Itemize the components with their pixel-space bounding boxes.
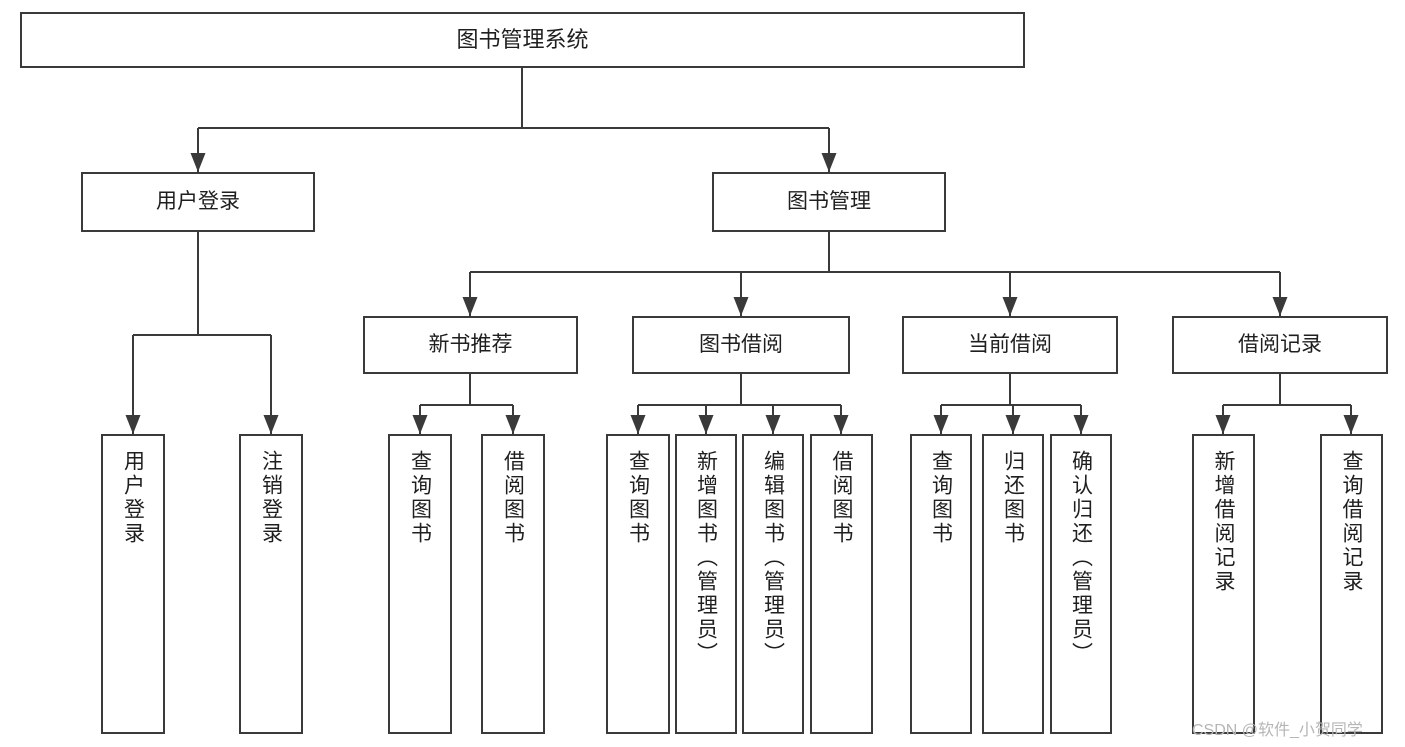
node-leaf-query-book-3[interactable]: 查询图书 xyxy=(910,434,972,734)
node-label: 借阅图书 xyxy=(830,450,853,546)
node-book-borrow[interactable]: 图书借阅 xyxy=(632,316,850,374)
node-user-login[interactable]: 用户登录 xyxy=(81,172,315,232)
node-label: 用户登录 xyxy=(121,450,145,546)
node-label: 图书借阅 xyxy=(699,332,783,356)
node-label: 编辑图书（管理员） xyxy=(761,450,785,666)
node-leaf-add-book-admin[interactable]: 新增图书（管理员） xyxy=(675,434,737,734)
node-label: 查询图书 xyxy=(929,450,953,546)
node-book-manage[interactable]: 图书管理 xyxy=(712,172,946,232)
node-leaf-add-borrow-record[interactable]: 新增借阅记录 xyxy=(1192,434,1255,734)
node-label: 注销登录 xyxy=(259,450,283,546)
node-borrow-record[interactable]: 借阅记录 xyxy=(1172,316,1388,374)
node-label: 新增图书（管理员） xyxy=(694,450,718,666)
node-leaf-query-book-1[interactable]: 查询图书 xyxy=(388,434,452,734)
node-label: 新书推荐 xyxy=(428,332,513,356)
node-leaf-query-book-2[interactable]: 查询图书 xyxy=(606,434,670,734)
node-leaf-edit-book-admin[interactable]: 编辑图书（管理员） xyxy=(742,434,804,734)
node-label: 查询图书 xyxy=(408,450,432,546)
node-label: 用户登录 xyxy=(156,189,240,213)
node-root[interactable]: 图书管理系统 xyxy=(20,12,1025,68)
node-leaf-return-book[interactable]: 归还图书 xyxy=(982,434,1044,734)
csdn-watermark: CSDN @软件_小贺同学 xyxy=(1192,722,1363,739)
node-leaf-borrow-book-2[interactable]: 借阅图书 xyxy=(810,434,873,734)
node-leaf-query-borrow-record[interactable]: 查询借阅记录 xyxy=(1320,434,1383,734)
node-current-borrow[interactable]: 当前借阅 xyxy=(902,316,1118,374)
node-label: 查询图书 xyxy=(626,450,650,546)
node-label: 查询借阅记录 xyxy=(1340,450,1363,594)
node-leaf-user-login[interactable]: 用户登录 xyxy=(101,434,165,734)
node-leaf-borrow-book-1[interactable]: 借阅图书 xyxy=(481,434,545,734)
node-leaf-confirm-return-admin[interactable]: 确认归还（管理员） xyxy=(1050,434,1112,734)
node-leaf-user-logout[interactable]: 注销登录 xyxy=(239,434,303,734)
node-label: 借阅图书 xyxy=(501,450,525,546)
node-label: 图书管理 xyxy=(787,189,871,213)
node-new-book-rec[interactable]: 新书推荐 xyxy=(363,316,578,374)
node-label: 当前借阅 xyxy=(968,332,1052,356)
node-label: 归还图书 xyxy=(1001,450,1025,546)
node-label: 新增借阅记录 xyxy=(1212,450,1235,594)
node-label: 确认归还（管理员） xyxy=(1069,450,1093,666)
node-label: 借阅记录 xyxy=(1238,332,1322,356)
node-label: 图书管理系统 xyxy=(456,27,589,53)
